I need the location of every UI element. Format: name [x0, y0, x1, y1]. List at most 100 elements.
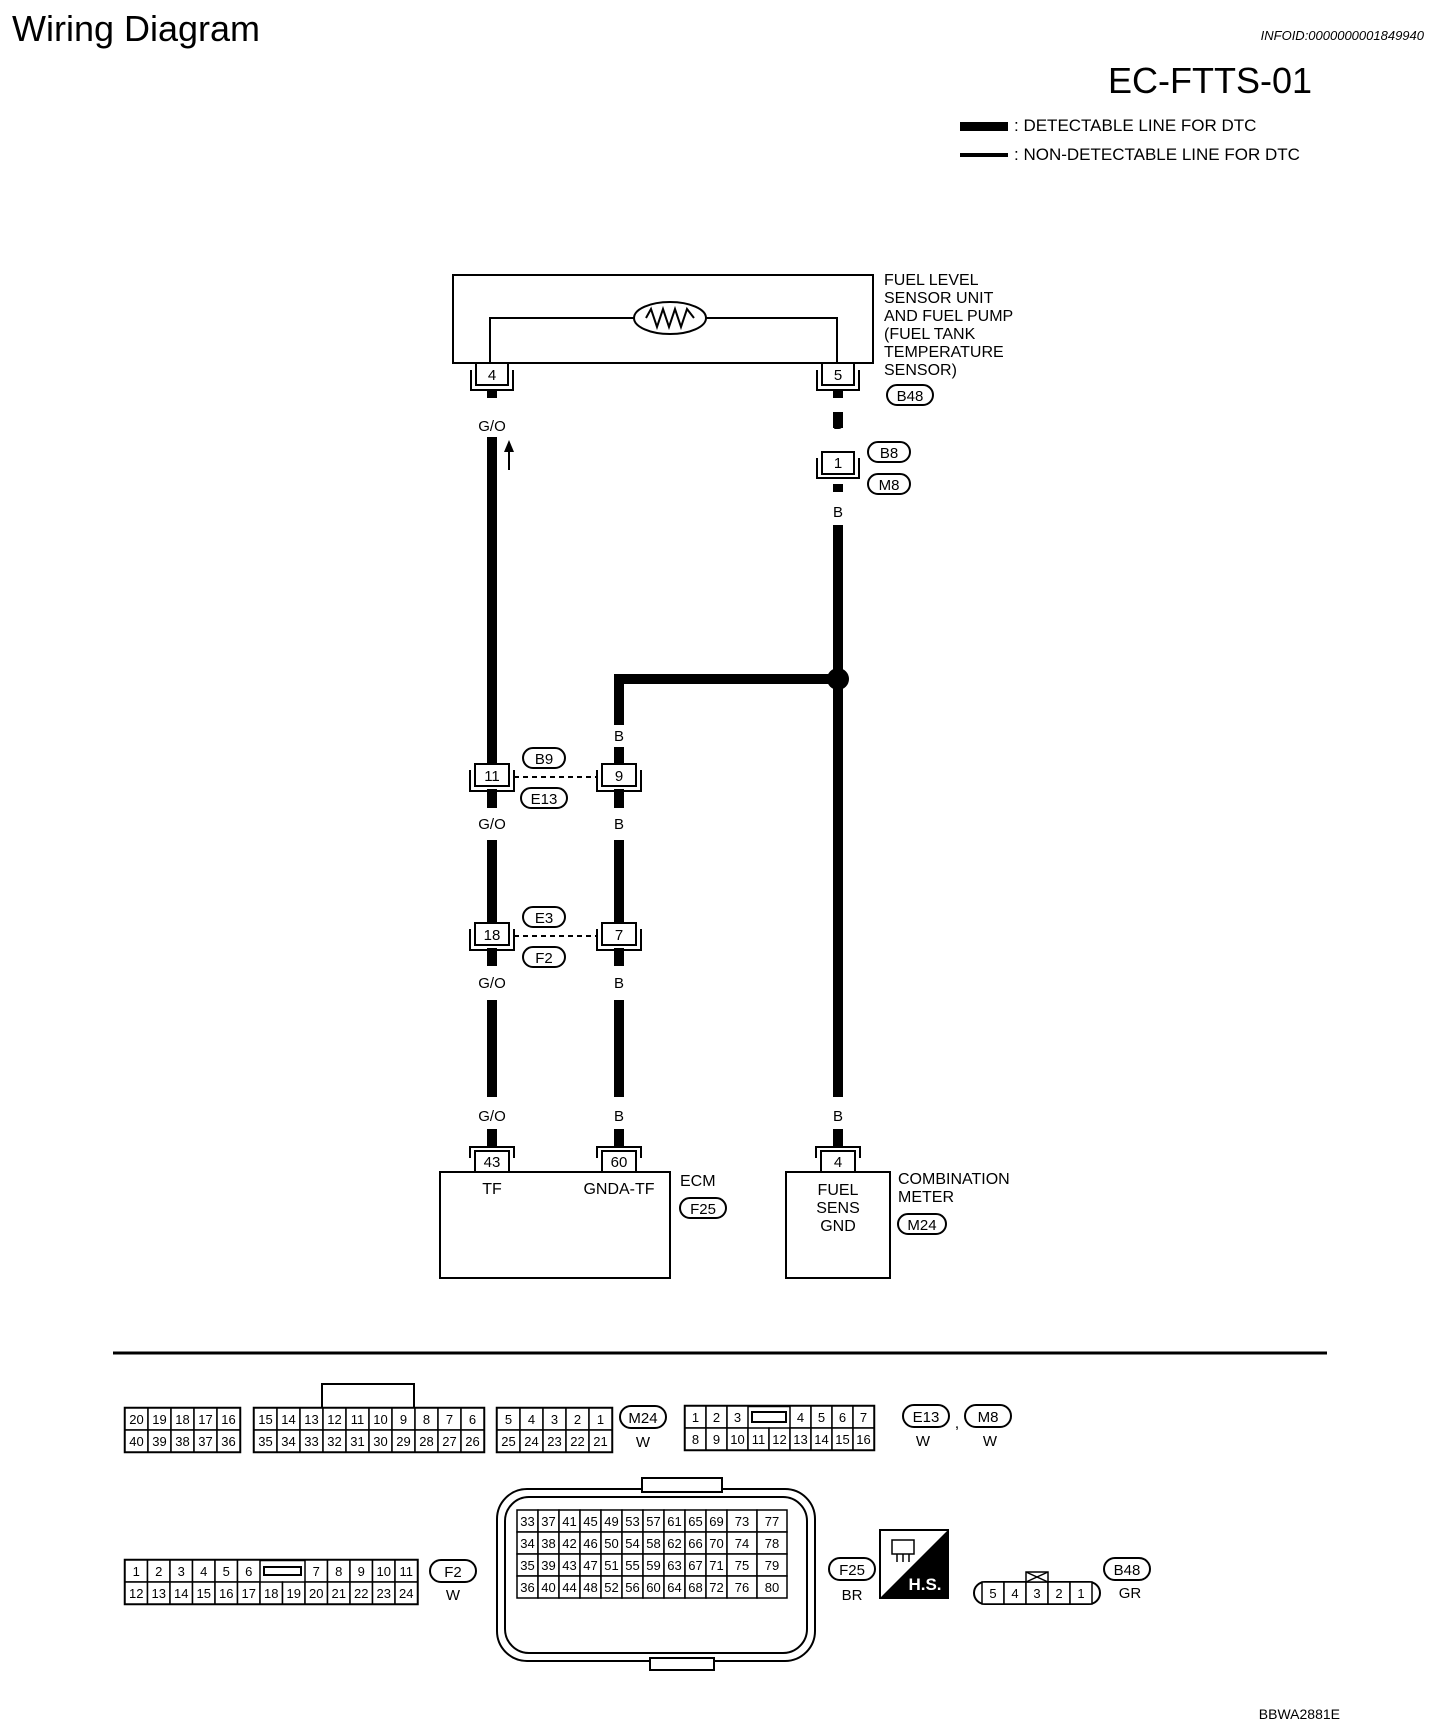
svg-text:14: 14 — [281, 1412, 295, 1427]
svg-text:12: 12 — [772, 1432, 786, 1447]
pin-cell: 13 — [299, 1407, 324, 1431]
svg-text:74: 74 — [735, 1536, 749, 1551]
legend-non-detectable: : NON-DETECTABLE LINE FOR DTC — [960, 145, 1300, 165]
svg-text:22: 22 — [354, 1586, 368, 1601]
svg-text:4: 4 — [528, 1412, 535, 1427]
pin-cell: 80 — [756, 1575, 788, 1599]
svg-text:8: 8 — [423, 1412, 430, 1427]
sensor-internal-wire-right — [700, 317, 838, 370]
svg-text:2: 2 — [713, 1410, 720, 1425]
harness-side-icon: H.S. — [879, 1529, 949, 1599]
svg-text:58: 58 — [646, 1536, 660, 1551]
svg-text:21: 21 — [332, 1586, 346, 1601]
fuel-sensor-label-5: TEMPERATURE — [884, 344, 1004, 361]
svg-text:34: 34 — [520, 1536, 534, 1551]
wire-color-go: G/O — [478, 1108, 506, 1125]
connector-tag-b48: B48 — [886, 384, 934, 406]
connector-color-f25: BR — [842, 1587, 863, 1604]
pin-cell: 2 — [1047, 1581, 1071, 1605]
pin-cell: 3 — [542, 1407, 567, 1431]
pin-cell: 5 — [810, 1405, 833, 1429]
pin-cell: 5 — [496, 1407, 521, 1431]
fuel-sensor-label-4: (FUEL TANK — [884, 326, 976, 343]
pin-cell: 16 — [216, 1407, 241, 1431]
svg-text:46: 46 — [583, 1536, 597, 1551]
connector-face-m24: 2040193918381737163615351434133312321131… — [123, 1383, 614, 1454]
pin-cell: 58 — [642, 1531, 665, 1555]
pin-cell: 64 — [663, 1575, 686, 1599]
connector-key-top — [641, 1477, 723, 1493]
svg-text:11: 11 — [351, 1412, 365, 1427]
pin-cell: 63 — [663, 1553, 686, 1577]
svg-text:76: 76 — [735, 1580, 749, 1595]
pin-cell: 34 — [516, 1531, 539, 1555]
meter-label-1: COMBINATION — [898, 1171, 1010, 1188]
svg-text:38: 38 — [175, 1434, 189, 1449]
pin-cell: 51 — [600, 1553, 623, 1577]
svg-text:77: 77 — [765, 1514, 779, 1529]
svg-text:2: 2 — [155, 1564, 162, 1579]
pin-cell: 39 — [537, 1553, 560, 1577]
pin-cell: 15 — [831, 1427, 854, 1451]
svg-text:27: 27 — [442, 1434, 456, 1449]
pin-cell: 17 — [236, 1581, 261, 1605]
wire-color-b: B — [614, 816, 624, 833]
svg-text:60: 60 — [646, 1580, 660, 1595]
pin-cell: 60 — [642, 1575, 665, 1599]
pin-cell: 2 — [705, 1405, 728, 1429]
meter-terminal-line-1: FUEL — [818, 1182, 859, 1199]
svg-text:1: 1 — [597, 1412, 604, 1427]
pin-cell: 3 — [1025, 1581, 1049, 1605]
connector-tag-e13: E13 — [520, 787, 568, 809]
meter-label-2: METER — [898, 1189, 954, 1206]
pin-cell: 7 — [304, 1559, 329, 1583]
signal-direction-arrow-icon — [504, 440, 514, 470]
diagram-code: EC-FTTS-01 — [1107, 60, 1312, 101]
pin-cell: 39 — [147, 1429, 172, 1453]
connector-tag-f25-face: F25 — [828, 1557, 876, 1581]
pin-cell: 47 — [579, 1553, 602, 1577]
connector-tag-m8: M8 — [867, 473, 911, 495]
connector-key-bottom — [649, 1657, 715, 1671]
connector-tag-e13-face: E13 — [902, 1404, 950, 1428]
svg-text:29: 29 — [396, 1434, 410, 1449]
svg-text:49: 49 — [604, 1514, 618, 1529]
svg-text:9: 9 — [713, 1432, 720, 1447]
pin-cell: 17 — [193, 1407, 218, 1431]
svg-text:45: 45 — [583, 1514, 597, 1529]
svg-text:F25: F25 — [690, 1201, 716, 1218]
svg-text:1: 1 — [834, 455, 842, 472]
svg-text:14: 14 — [174, 1586, 188, 1601]
pin-cell: 2 — [565, 1407, 590, 1431]
svg-text:9: 9 — [615, 768, 623, 785]
pin-cell: 22 — [565, 1429, 590, 1453]
svg-text:32: 32 — [327, 1434, 341, 1449]
pin-cell: 19 — [147, 1407, 172, 1431]
svg-text:5: 5 — [505, 1412, 512, 1427]
fuel-sensor-label-2: SENSOR UNIT — [884, 290, 994, 307]
meter-pin-4: 4 — [815, 1146, 861, 1173]
pin-cell: 18 — [170, 1407, 195, 1431]
pin-cell: 11 — [394, 1559, 419, 1583]
joint-connector-e3-f2: 18 7 — [469, 922, 642, 951]
sensor-internal-wire-left — [489, 317, 640, 370]
svg-text:5: 5 — [818, 1410, 825, 1425]
svg-text:61: 61 — [667, 1514, 681, 1529]
svg-text:71: 71 — [709, 1558, 723, 1573]
svg-text:67: 67 — [688, 1558, 702, 1573]
connector-tag-f25: F25 — [679, 1197, 727, 1219]
svg-text:E13: E13 — [913, 1409, 940, 1426]
svg-text:15: 15 — [835, 1432, 849, 1447]
svg-text:15: 15 — [197, 1586, 211, 1601]
ecm-pin-60: 60 — [596, 1146, 642, 1173]
pin-cell: 5 — [214, 1559, 239, 1583]
svg-text:20: 20 — [309, 1586, 323, 1601]
svg-text:43: 43 — [484, 1154, 501, 1171]
pin-cell: 6 — [460, 1407, 485, 1431]
pin-cell: 54 — [621, 1531, 644, 1555]
svg-text:54: 54 — [625, 1536, 639, 1551]
pin-cell: 5 — [981, 1581, 1005, 1605]
svg-text:2: 2 — [574, 1412, 581, 1427]
svg-text:33: 33 — [520, 1514, 534, 1529]
pin-cell: 11 — [747, 1427, 770, 1451]
